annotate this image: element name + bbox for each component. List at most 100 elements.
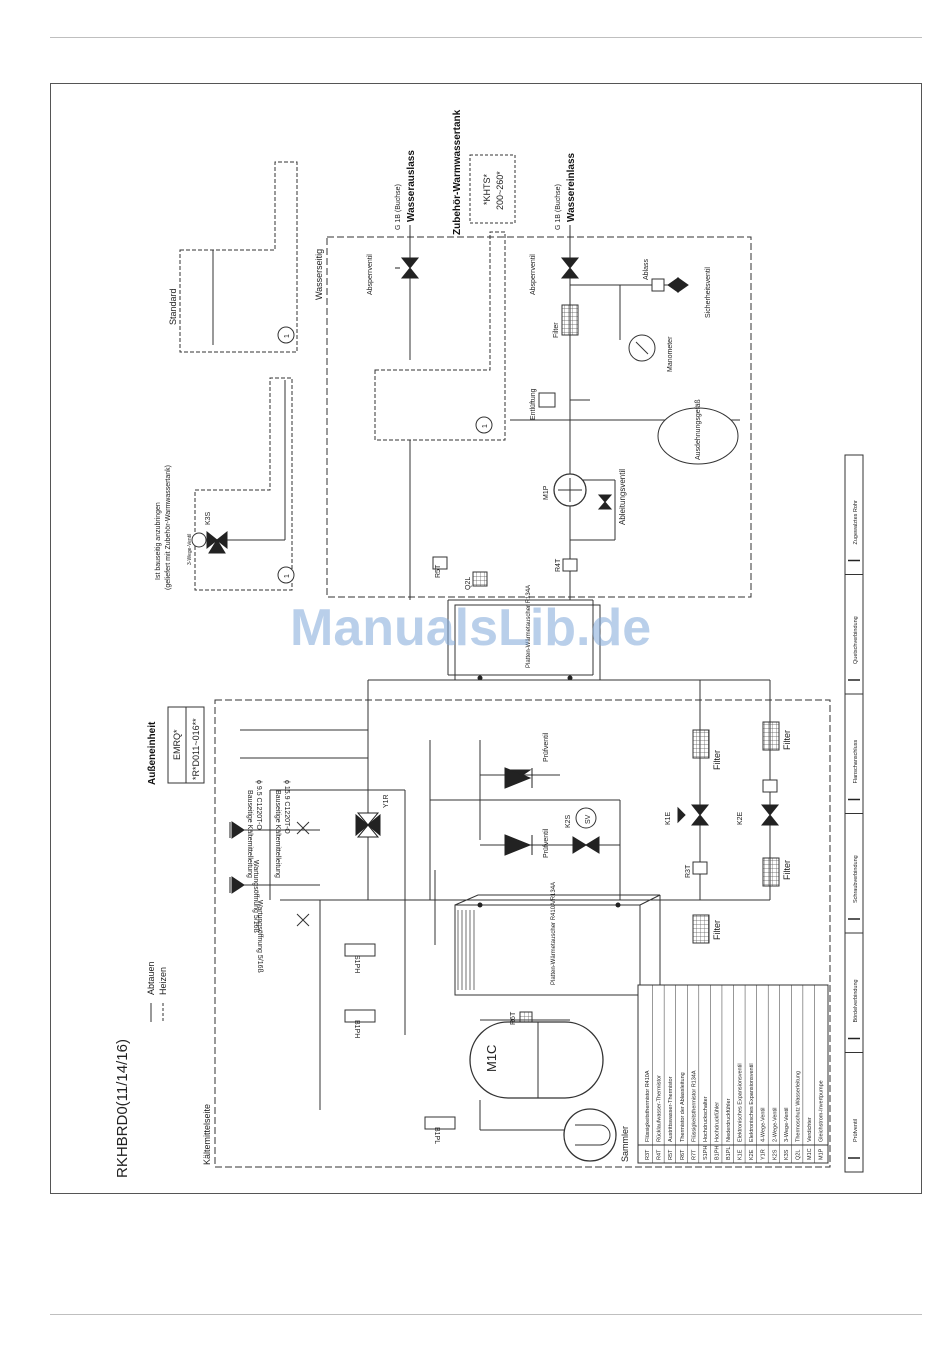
safety-valve[interactable] — [651, 277, 689, 293]
site-install-accessory-outline — [194, 377, 293, 591]
water-inlet-shutoff-valve — [560, 257, 580, 279]
parts-table-description: 3-Wege-Ventil — [784, 1108, 790, 1142]
top-rule — [50, 37, 922, 38]
shutoff-label-1: Absperrventil — [367, 254, 374, 295]
pump-label: M1P — [543, 485, 550, 500]
parts-table-code: K2S — [772, 1149, 778, 1160]
rotated-labels: RKHBRD0(11/14/16) Kältemittelseite Wasse… — [114, 109, 792, 1178]
bottom-rule — [50, 1314, 922, 1315]
symbol-legend-label: Prüfventil — [853, 1119, 859, 1142]
parts-table-description: Flüssigkeitsthermistor R134A — [691, 1070, 697, 1142]
watermark: ManualsLib.de — [290, 599, 651, 657]
filter-r1[interactable] — [692, 729, 710, 759]
site-install-label-2: (geliefert mit Zubehör-Warmwassertank) — [165, 465, 172, 590]
r3t-label: R3T — [685, 864, 692, 878]
parts-table-description: 4-Wege-Ventil — [761, 1108, 767, 1142]
parts-table-description: Thermoschutz Wasserleitung — [795, 1071, 801, 1142]
parts-table-code: B1PL — [726, 1147, 732, 1160]
water-side-label: Wasserseitig — [314, 249, 324, 300]
filter-r4[interactable] — [692, 914, 710, 944]
four-way-valve-y1r[interactable] — [355, 812, 381, 838]
dhw-tank-label: Zubehör-Warmwassertank — [452, 109, 463, 235]
pipe-label-1b: ϕ 9.5 C1220T-O — [255, 780, 262, 830]
compressor-label: M1C — [484, 1045, 499, 1072]
internal-accessory-outline — [374, 231, 506, 441]
dhw-tank-box — [469, 154, 516, 224]
r6t-label: R6T — [510, 1011, 517, 1025]
parts-table-code: Y1R — [761, 1149, 767, 1160]
check-valve-2[interactable] — [504, 834, 533, 856]
filter-r3[interactable] — [762, 857, 780, 887]
parts-table-code: R7T — [691, 1149, 697, 1160]
symbol-legend-label: Schraubverbindung — [853, 855, 859, 903]
water-filter[interactable] — [561, 304, 579, 336]
symbol-legend-label: Quetschverbindung — [853, 616, 859, 664]
parts-table-code: B1PH — [714, 1146, 720, 1160]
y1r-label: Y1R — [383, 794, 390, 808]
service-port-2[interactable] — [229, 876, 245, 894]
r5t-label: R5T — [435, 564, 442, 578]
parts-table-description: Gleichstrom-Invertpumpe — [819, 1080, 825, 1142]
refrigerant-piping — [240, 679, 771, 1131]
receiver-coil — [575, 1124, 611, 1146]
shutoff-label-2: Absperrventil — [530, 254, 537, 295]
water-outlet-label: Wasserauslass — [406, 150, 417, 222]
outdoor-unit-label: Außeneinheit — [147, 721, 158, 785]
parts-table-description: Austrittswasser-Thermistor — [668, 1076, 674, 1142]
parts-table-description: Verdichter — [807, 1117, 813, 1142]
s1ph-label: S1PH — [353, 955, 360, 973]
solenoid-valve-k2s[interactable] — [572, 807, 600, 854]
diagram-frame — [50, 83, 922, 1194]
k2s-label: K2S — [565, 814, 572, 828]
drain-label: Ablass — [643, 258, 650, 280]
parts-table-code: R6T — [680, 1149, 686, 1160]
parts-table-description: 2-Wege-Ventil — [772, 1108, 778, 1142]
parts-table-code: Q2L — [795, 1150, 801, 1160]
parts-table-code: K2E — [749, 1149, 755, 1160]
service-label-1: Wartungsöffnung 5/16ß — [252, 860, 259, 933]
parts-table-description: Niederdruckfühler — [726, 1098, 732, 1142]
q2l-label: Q2L — [465, 577, 472, 590]
ref-circle-3 — [475, 416, 493, 434]
b1ph-label: B1PH — [353, 1020, 360, 1038]
compressor-m1c[interactable] — [469, 1021, 604, 1099]
parts-table-description: Rücklaufwasser-Thermistor — [657, 1075, 663, 1142]
symbol-legend-dividers: PrüfventilBördelverbindungSchraubverbind… — [845, 500, 863, 1159]
expansion-valve-k2e[interactable] — [760, 804, 780, 826]
service-port-1[interactable] — [229, 821, 245, 839]
parts-table-description: Hochdruckschalter — [703, 1096, 709, 1142]
water-outlet-shutoff-valve — [395, 257, 420, 279]
three-way-valve-k3s[interactable] — [191, 530, 228, 554]
high-pressure-switch-s1ph — [344, 943, 376, 957]
sensor-r4t — [562, 558, 578, 572]
air-vent[interactable] — [538, 392, 556, 408]
bypass-valve[interactable] — [597, 494, 613, 510]
standard-accessory-outline — [179, 161, 298, 353]
symbol-legend-label: Flanschanschluss — [853, 740, 859, 784]
vent-label: Entlüftung — [530, 388, 537, 420]
legend-solid-label: Abtauen — [146, 961, 156, 995]
expansion-vessel-label: Ausdehnungsgefäß — [695, 399, 702, 460]
r4t-label: R4T — [555, 558, 562, 572]
filter-r2[interactable] — [762, 721, 780, 751]
expansion-valve-k1e[interactable] — [677, 804, 710, 826]
socket-label-2: G 1B (Buchse) — [555, 184, 562, 230]
standard-label: Standard — [168, 288, 178, 325]
ref-circle-3-number: 1 — [482, 424, 489, 428]
parts-table-code: K3S — [784, 1149, 790, 1160]
ref-circle-2-number: 1 — [284, 574, 291, 578]
dhw-model-1: *KHTS* — [482, 173, 492, 205]
sensor-r3t — [692, 861, 708, 875]
outdoor-model-1: EMRQ* — [172, 729, 182, 760]
bypass-valve-label: Ableitungsventil — [618, 469, 627, 525]
sv-label: SV — [585, 814, 592, 824]
k1e-label: K1E — [665, 811, 672, 825]
expansion-vessel — [657, 407, 739, 465]
check-valve-1[interactable] — [504, 767, 533, 789]
check-label-1: Prüfventil — [543, 732, 550, 762]
legend-dashed-label: Heizen — [158, 967, 168, 995]
main-hex-label: Platten-Wärmetauscher R410A/R134A — [551, 882, 557, 985]
thermal-protector-q2l — [472, 571, 488, 587]
